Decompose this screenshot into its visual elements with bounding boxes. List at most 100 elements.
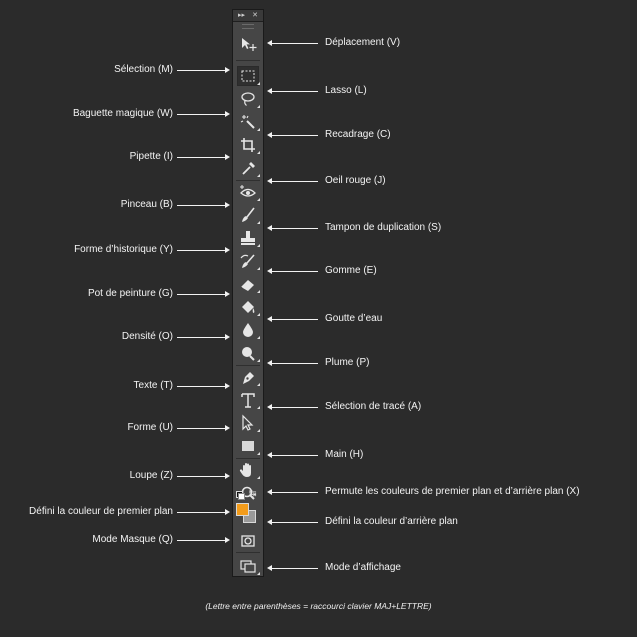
label-forme: Forme (U) <box>127 422 173 433</box>
submenu-indicator <box>257 290 260 293</box>
submenu-indicator <box>257 383 260 386</box>
tool-quick-mask[interactable] <box>233 530 263 552</box>
leader-line <box>272 91 318 92</box>
tool-magic-wand[interactable] <box>233 111 263 133</box>
label-loupe: Loupe (Z) <box>129 470 173 481</box>
leader-line <box>272 319 318 320</box>
label-permute: Permute les couleurs de premier plan et … <box>325 486 580 497</box>
leader-line <box>272 181 318 182</box>
label-premier-plan: Défini la couleur de premier plan <box>29 506 173 517</box>
tool-history-brush[interactable] <box>233 250 263 272</box>
submenu-indicator <box>257 406 260 409</box>
tool-red-eye[interactable] <box>233 181 263 203</box>
pen-icon <box>243 372 254 384</box>
leader-line <box>177 205 225 206</box>
rectangle-shape-icon <box>242 441 254 451</box>
leader-line <box>177 114 225 115</box>
foreground-color-swatch[interactable] <box>236 503 249 516</box>
leader-line <box>272 568 318 569</box>
water-drop-icon <box>243 323 253 337</box>
tool-shape[interactable] <box>233 435 263 457</box>
tool-separator <box>236 552 260 553</box>
arrow-icon <box>267 40 272 46</box>
leader-line <box>177 386 225 387</box>
tool-clone-stamp[interactable] <box>233 227 263 249</box>
arrow-icon <box>267 88 272 94</box>
tool-crop[interactable] <box>233 134 263 156</box>
submenu-indicator <box>257 267 260 270</box>
label-arriere-plan: Défini la couleur d’arrière plan <box>325 516 458 527</box>
leader-line <box>272 43 318 44</box>
tool-eraser[interactable] <box>233 273 263 295</box>
leader-line <box>177 157 225 158</box>
label-pinceau: Pinceau (B) <box>120 199 173 210</box>
brush-icon <box>242 207 255 222</box>
close-icon[interactable]: ✕ <box>252 12 258 19</box>
paint-bucket-icon <box>242 301 255 313</box>
submenu-indicator <box>257 452 260 455</box>
red-eye-icon <box>240 185 256 197</box>
label-historique: Forme d’historique (Y) <box>74 244 173 255</box>
arrow-icon <box>267 268 272 274</box>
tool-paint-bucket[interactable] <box>233 296 263 318</box>
dodge-icon <box>242 347 255 361</box>
submenu-indicator <box>257 105 260 108</box>
default-colors-icon[interactable] <box>236 491 245 500</box>
label-recadrage: Recadrage (C) <box>325 129 391 140</box>
submenu-indicator <box>257 336 260 339</box>
arrow-icon <box>267 519 272 525</box>
submenu-indicator <box>257 174 260 177</box>
tool-separator <box>236 180 260 181</box>
arrow-icon <box>267 316 272 322</box>
tool-brush[interactable] <box>233 204 263 226</box>
arrow-icon <box>225 154 230 160</box>
leader-line <box>272 407 318 408</box>
eraser-icon <box>240 280 254 292</box>
double-chevron-right-icon[interactable]: ▸▸ <box>238 12 246 19</box>
submenu-indicator <box>257 151 260 154</box>
tool-eyedropper[interactable] <box>233 157 263 179</box>
submenu-indicator <box>257 476 260 479</box>
tool-dodge[interactable] <box>233 342 263 364</box>
tool-blur[interactable] <box>233 319 263 341</box>
tool-marquee[interactable] <box>233 65 263 87</box>
arrow-icon <box>267 404 272 410</box>
arrow-icon <box>225 67 230 73</box>
arrow-icon <box>267 178 272 184</box>
tool-type[interactable] <box>233 389 263 411</box>
lasso-icon <box>241 92 255 106</box>
arrow-icon <box>267 132 272 138</box>
swap-colors-icon[interactable]: ↹ <box>249 488 257 498</box>
leader-line <box>177 70 225 71</box>
label-lasso: Lasso (L) <box>325 85 367 96</box>
label-affichage: Mode d’affichage <box>325 562 401 573</box>
hand-icon <box>239 463 251 477</box>
label-deplacement: Déplacement (V) <box>325 37 401 48</box>
label-pipette: Pipette (I) <box>129 151 173 162</box>
screen-mode-icon <box>240 560 256 573</box>
type-icon <box>241 393 255 408</box>
arrow-icon <box>225 509 230 515</box>
stamp-icon <box>241 231 255 245</box>
magic-wand-icon <box>240 115 255 129</box>
label-selection: Sélection (M) <box>114 64 173 75</box>
tool-pen[interactable] <box>233 366 263 388</box>
tool-screen-mode[interactable] <box>233 555 263 577</box>
tools-panel: ▸▸ ✕ <box>232 9 264 577</box>
submenu-indicator <box>257 313 260 316</box>
label-trace: Sélection de tracé (A) <box>325 401 422 412</box>
label-main: Main (H) <box>325 449 364 460</box>
leader-line <box>272 271 318 272</box>
tool-path-selection[interactable] <box>233 412 263 434</box>
tool-hand[interactable] <box>233 459 263 481</box>
arrow-icon <box>225 291 230 297</box>
arrow-icon <box>225 537 230 543</box>
tool-lasso[interactable] <box>233 88 263 110</box>
submenu-indicator <box>257 359 260 362</box>
arrow-icon <box>225 247 230 253</box>
panel-grip[interactable] <box>242 24 254 29</box>
leader-line <box>177 250 225 251</box>
quick-mask-icon <box>241 535 255 547</box>
tool-move[interactable] <box>233 33 263 55</box>
history-brush-icon <box>240 254 255 268</box>
